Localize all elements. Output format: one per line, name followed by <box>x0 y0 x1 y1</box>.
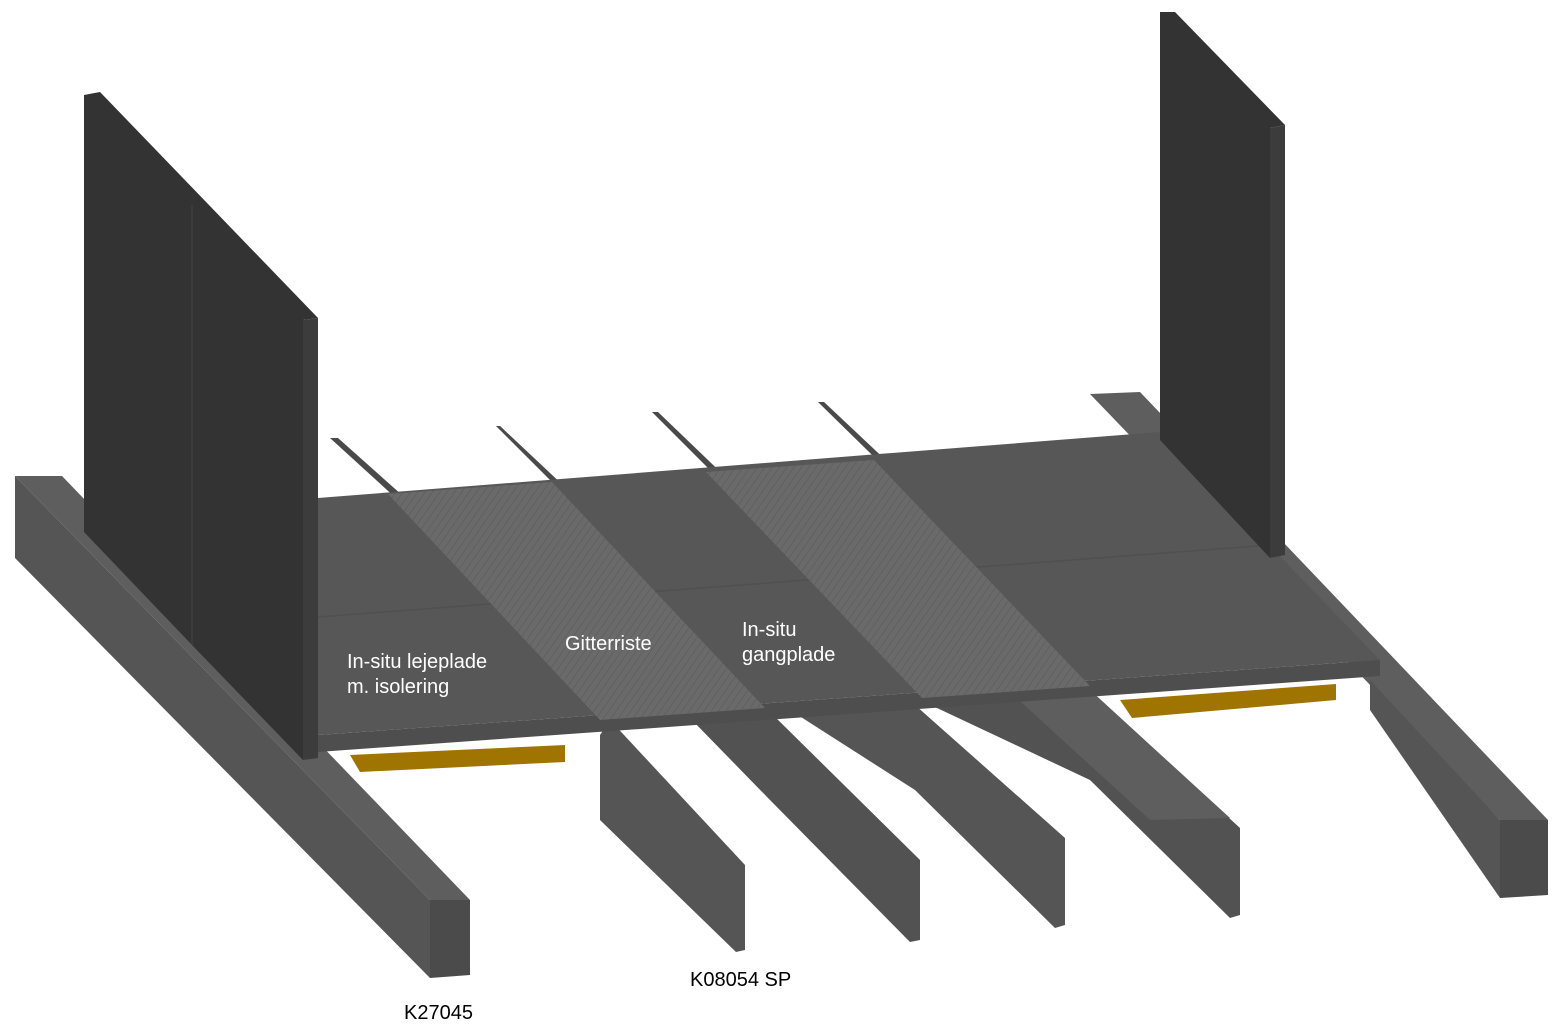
label-k08054-sp: K08054 SP <box>690 968 791 993</box>
right-wall-side <box>1270 125 1285 558</box>
cross-beam-3 <box>790 705 1065 928</box>
cross-beam-5 <box>1010 690 1230 820</box>
bearing-pad-right <box>1120 684 1336 718</box>
grating-strip-2 <box>706 460 1090 698</box>
right-wall-face <box>1160 12 1285 558</box>
left-wall-face <box>84 92 318 760</box>
label-in-situ-lejeplade: In-situ lejeplade m. isolering <box>347 650 487 700</box>
label-gangplade-line2: gangplade <box>742 644 836 666</box>
right-long-beam-end <box>1500 820 1548 898</box>
label-k08054-text: K08054 SP <box>690 969 792 991</box>
left-long-beam-end <box>430 900 470 978</box>
label-gitterriste: Gitterriste <box>565 632 652 657</box>
label-gangplade-line1: In-situ <box>742 619 797 641</box>
deck-slab-front-edge <box>318 660 1380 752</box>
deck-panel-joint <box>317 544 1271 618</box>
cross-beam-2 <box>690 712 920 942</box>
label-k27045-text: K27045 <box>404 1002 473 1024</box>
label-lejeplade-line2: m. isolering <box>347 676 450 698</box>
label-k27045: K27045 <box>404 1001 473 1026</box>
label-lejeplade-line1: In-situ lejeplade <box>347 651 488 673</box>
left-long-beam-side <box>15 476 430 978</box>
right-long-beam-side <box>1370 680 1500 898</box>
cross-beam-1 <box>600 720 745 952</box>
grating-strip-1 <box>388 482 765 720</box>
left-wall-side <box>303 318 318 760</box>
bearing-pad-left <box>350 745 565 772</box>
label-gitterriste-text: Gitterriste <box>565 633 652 655</box>
label-in-situ-gangplade: In-situ gangplade <box>742 618 835 668</box>
